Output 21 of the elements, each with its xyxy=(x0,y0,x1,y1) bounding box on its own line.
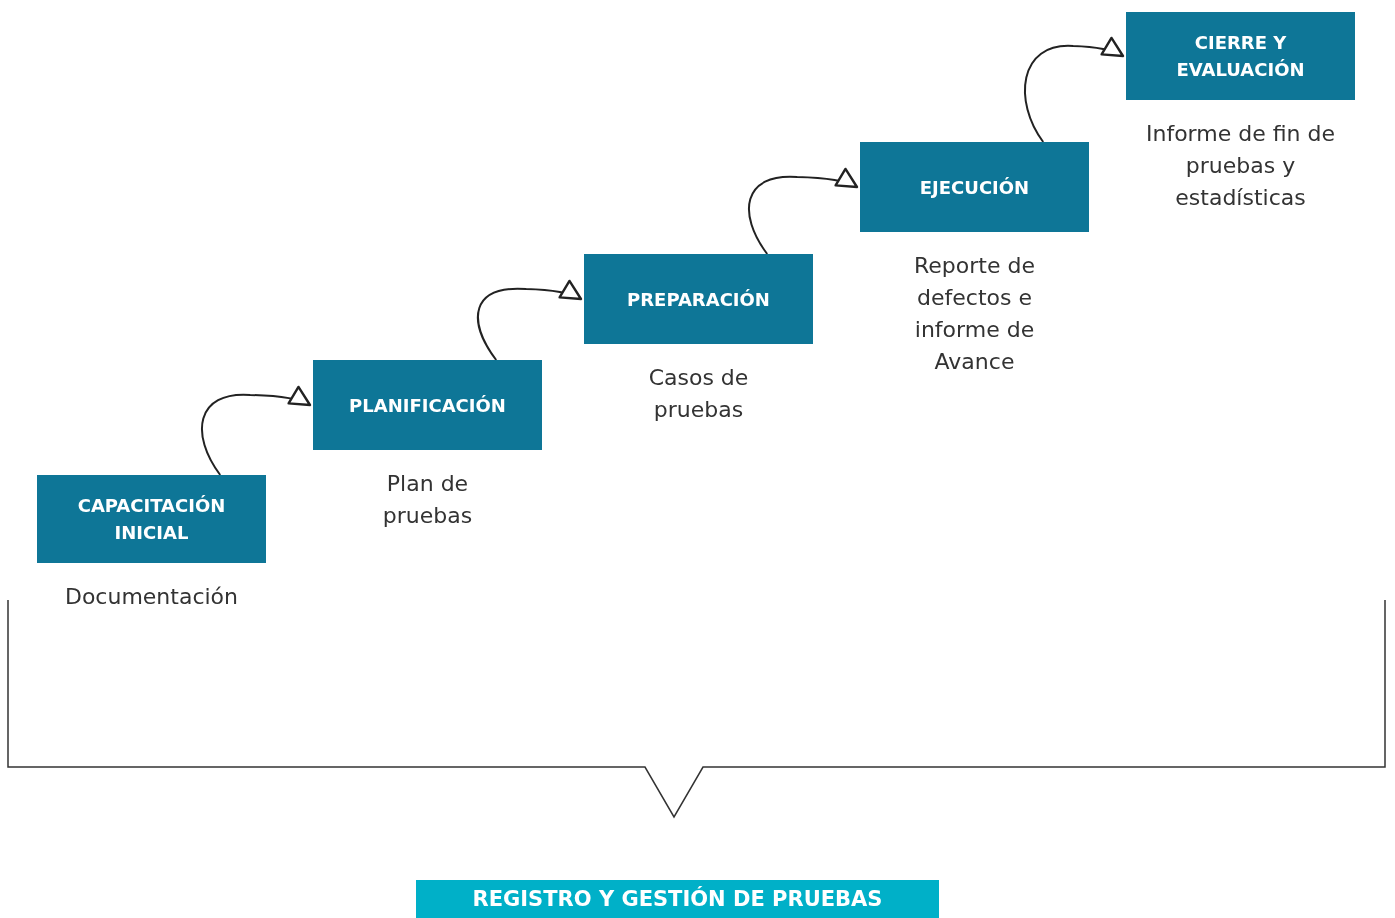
step-title: PLANIFICACIÓN xyxy=(349,393,506,418)
step-box xyxy=(1126,12,1355,100)
step-title: EJECUCIÓN xyxy=(919,175,1030,200)
output-text: Casos de pruebas xyxy=(647,364,750,424)
step-box xyxy=(860,142,1089,232)
step-title: CAPACITACIÓN INICIAL xyxy=(76,494,227,545)
output-text: Plan de pruebas xyxy=(381,470,474,530)
step-title: REGISTRO Y GESTIÓN DE PRUEBAS xyxy=(472,885,883,913)
step-box xyxy=(313,360,542,450)
output-text: Informe de fin de pruebas y estadísticas xyxy=(1144,120,1336,212)
step-title: PREPARACIÓN xyxy=(627,287,770,312)
banner-box xyxy=(416,880,939,918)
step-box xyxy=(37,475,266,563)
curved-arrow xyxy=(201,386,312,476)
step-title: CIERRE Y EVALUACIÓN xyxy=(1175,31,1306,82)
step-box xyxy=(584,254,813,344)
curved-arrow xyxy=(748,168,859,255)
output-text: Reporte de defectos e informe de Avance xyxy=(913,252,1036,376)
curved-arrow xyxy=(477,280,583,361)
output-text: Documentación xyxy=(63,583,240,611)
curved-arrow xyxy=(1024,37,1125,143)
